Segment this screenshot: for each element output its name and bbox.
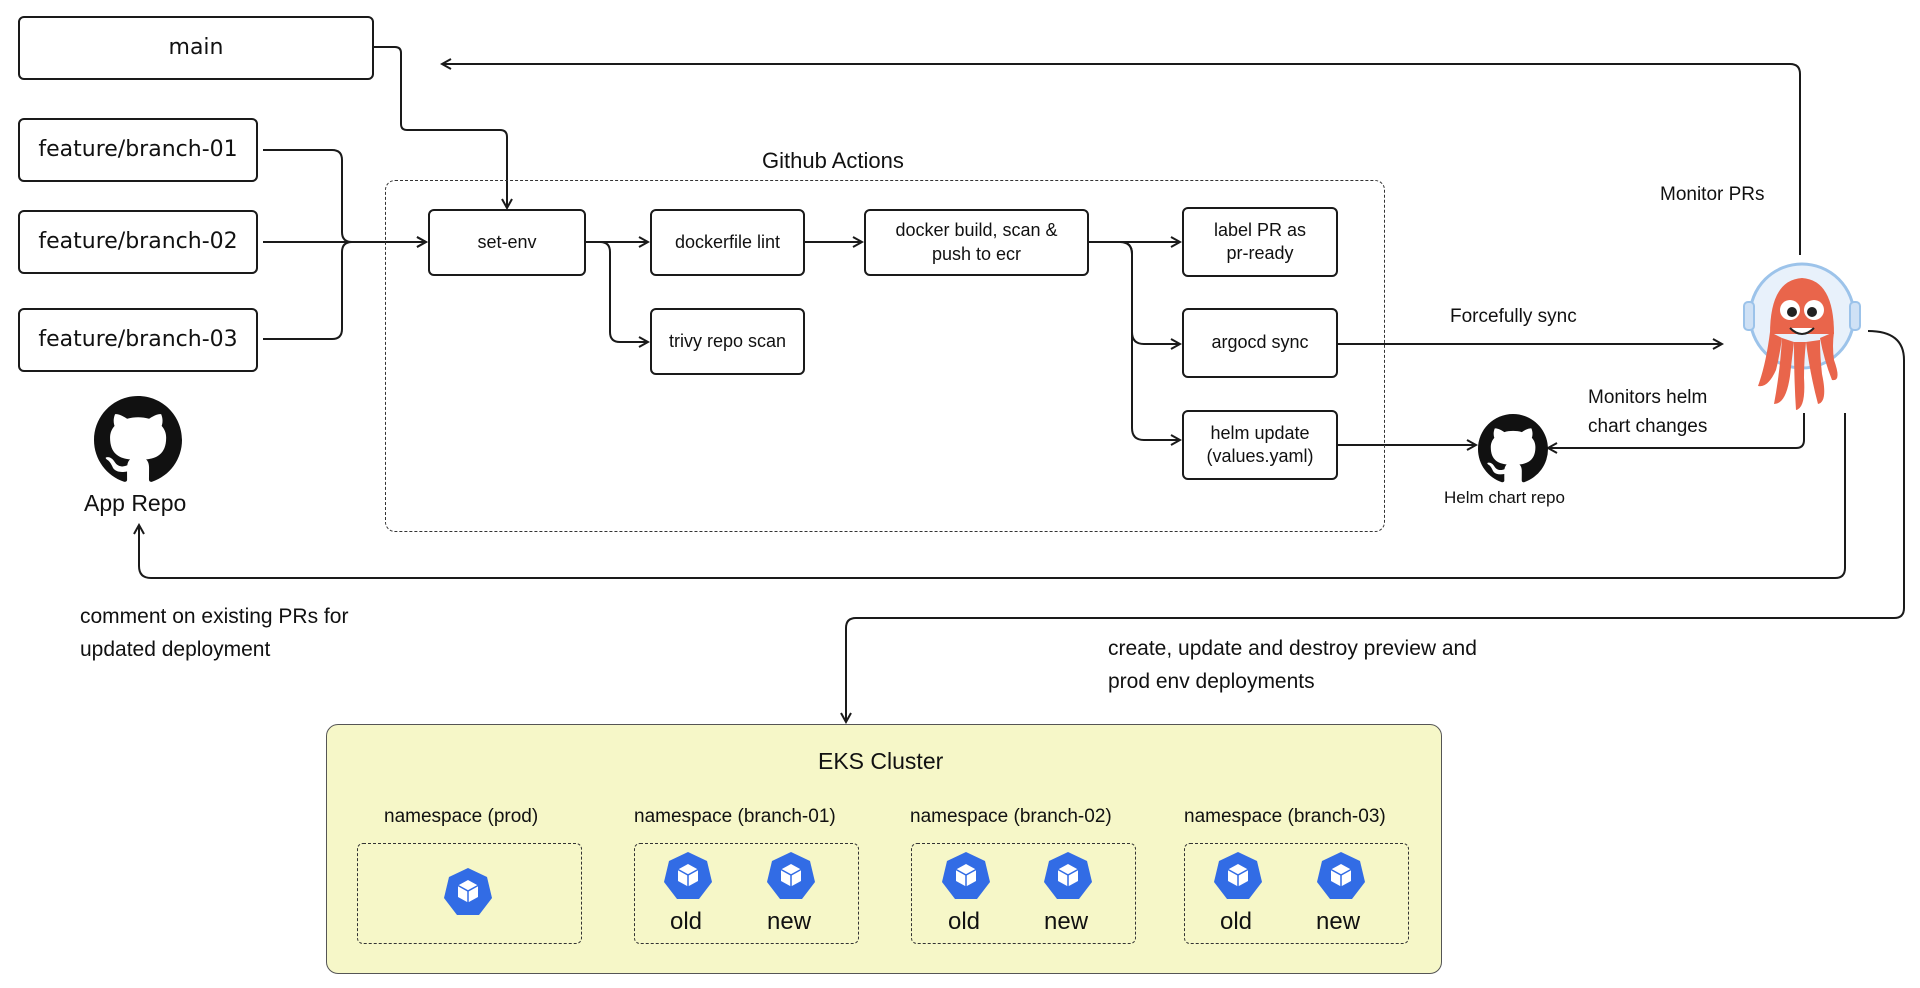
arrow-branch03-to-setenv xyxy=(263,241,426,340)
set-env-step: set-env xyxy=(428,209,586,276)
argo-octopus-icon xyxy=(1743,262,1861,410)
kubernetes-pod-icon xyxy=(444,868,492,915)
namespace-branch-03-label: namespace (branch-03) xyxy=(1184,806,1386,827)
pod-new-label: new xyxy=(1044,908,1089,935)
namespace-branch-01-label: namespace (branch-01) xyxy=(634,806,836,827)
pod-old-label: old xyxy=(670,908,703,935)
kubernetes-pod-icon xyxy=(1044,852,1092,899)
namespace-branch-01-box xyxy=(634,843,859,944)
pod-new-label: new xyxy=(1316,908,1361,935)
arrow-argo-to-app-repo xyxy=(139,413,1846,579)
arrow-argo-monitors-helm xyxy=(1548,413,1805,448)
pod-new-label: new xyxy=(767,908,812,935)
kubernetes-pod-icon xyxy=(1317,852,1365,899)
github-actions-title: Github Actions xyxy=(762,148,904,173)
app-repo-label: App Repo xyxy=(84,490,187,516)
kubernetes-pod-icon xyxy=(1214,852,1262,899)
arrow-build-to-helm xyxy=(1119,241,1180,440)
label-pr-step: label PR as pr-ready xyxy=(1182,207,1338,277)
arrow-argo-to-cluster xyxy=(846,330,1905,722)
docker-build-step: docker build, scan & push to ecr xyxy=(864,209,1089,276)
eks-cluster-title: EKS Cluster xyxy=(818,748,944,774)
feature-branch-02-box: feature/branch-02 xyxy=(18,210,258,274)
namespace-branch-03-box xyxy=(1184,843,1409,944)
namespace-prod-box xyxy=(357,843,582,944)
kubernetes-pod-icon xyxy=(664,852,712,899)
arrow-argo-monitor-prs xyxy=(442,64,1801,255)
github-actions-group xyxy=(385,180,1385,532)
pod-old-label: old xyxy=(1220,908,1253,935)
argocd-sync-step: argocd sync xyxy=(1182,308,1338,378)
forcefully-sync-label: Forcefully sync xyxy=(1450,306,1577,327)
namespace-prod-label: namespace (prod) xyxy=(384,806,539,827)
feature-branch-01-box: feature/branch-01 xyxy=(18,118,258,182)
pod-old-label: old xyxy=(948,908,981,935)
monitors-helm-label: Monitors helm chart changes xyxy=(1588,387,1708,437)
trivy-repo-scan-step: trivy repo scan xyxy=(650,308,805,375)
feature-branch-03-box: feature/branch-03 xyxy=(18,308,258,372)
monitor-prs-label: Monitor PRs xyxy=(1660,184,1765,205)
arrow-setenv-to-trivy xyxy=(586,241,648,342)
helm-chart-repo-github-icon xyxy=(1478,414,1548,483)
namespace-branch-02-box xyxy=(911,843,1136,944)
dockerfile-lint-step: dockerfile lint xyxy=(650,209,805,276)
create-update-label: create, update and destroy preview and p… xyxy=(1108,637,1477,694)
github-icon xyxy=(94,396,182,482)
kubernetes-pod-icon xyxy=(767,852,815,899)
comment-label: comment on existing PRs for updated depl… xyxy=(80,605,349,662)
arrow-main-to-setenv xyxy=(374,46,507,208)
namespace-branch-02-label: namespace (branch-02) xyxy=(910,806,1112,827)
main-branch-box: main xyxy=(18,16,374,80)
eks-cluster xyxy=(326,724,1442,974)
helm-update-step: helm update (values.yaml) xyxy=(1182,410,1338,480)
kubernetes-pod-icon xyxy=(942,852,990,899)
helm-chart-repo-label: Helm chart repo xyxy=(1444,488,1565,507)
